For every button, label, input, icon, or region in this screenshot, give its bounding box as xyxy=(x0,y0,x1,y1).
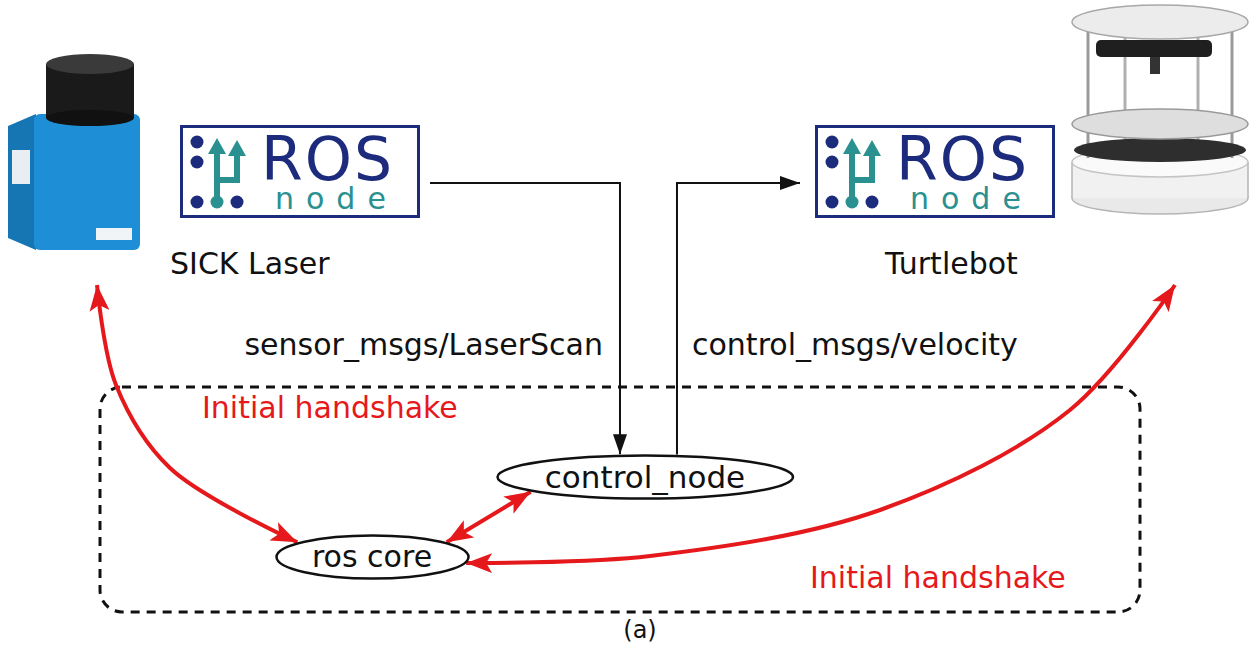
laser-front-plate xyxy=(96,228,132,240)
message-label: control_msgs/velocity xyxy=(690,327,1020,363)
handshake-arrow xyxy=(97,285,297,542)
ros-node-logo: ROSnode xyxy=(180,125,420,218)
logo-dot xyxy=(826,196,839,209)
logo-subtext: node xyxy=(275,184,398,214)
middle-plate xyxy=(1072,109,1248,139)
handshake-label: Initial handshake xyxy=(200,390,460,426)
standoff xyxy=(1231,30,1234,158)
logo-dot xyxy=(191,196,204,209)
message-arrow xyxy=(677,183,800,455)
base-edge xyxy=(1247,162,1249,198)
logo-stroke xyxy=(852,152,872,180)
device-label: SICK Laser xyxy=(170,246,330,282)
logo-stroke xyxy=(214,150,220,200)
robot-node: ROSnodeTurtlebot xyxy=(800,0,1254,285)
sensor-node: ROSnodeSICK Laser xyxy=(0,55,430,285)
device-label: Turtlebot xyxy=(885,246,1018,282)
node-label: control_node xyxy=(545,462,745,493)
laser-cap-base xyxy=(46,110,134,126)
logo-stroke xyxy=(217,152,237,180)
ros-node-logo: ROSnode xyxy=(815,125,1055,218)
logo-stroke xyxy=(843,138,861,154)
logo-stroke xyxy=(863,140,881,156)
laser-cap-top xyxy=(46,54,134,74)
lower-plate xyxy=(1074,138,1246,162)
logo-dot xyxy=(211,196,224,209)
logo-dot xyxy=(866,196,879,209)
logo-dot xyxy=(826,136,839,149)
logo-dot xyxy=(191,136,204,149)
sick-laser-illustration xyxy=(8,54,140,250)
logo-subtext: node xyxy=(910,184,1033,214)
base-edge xyxy=(1071,162,1073,198)
standoff xyxy=(1087,30,1090,158)
logo-text: ROS xyxy=(261,132,394,186)
ellipse-shape xyxy=(276,536,468,579)
top-plate xyxy=(1072,5,1248,39)
kinect-stand xyxy=(1150,56,1160,74)
logo-stroke xyxy=(208,138,226,154)
ellipse-shape xyxy=(497,456,792,499)
laser-side xyxy=(8,114,36,250)
kinect-sensor xyxy=(1096,40,1212,57)
ros-logo-icon xyxy=(822,130,888,214)
message-label: sensor_msgs/LaserScan xyxy=(242,327,605,363)
handshake-arrow xyxy=(466,285,1175,563)
message-arrow xyxy=(430,183,620,454)
caption: (a) xyxy=(623,617,656,643)
node-label: ros core xyxy=(312,542,432,572)
ros-core-ellipse: ros core xyxy=(275,534,470,580)
logo-stroke xyxy=(228,140,246,156)
handshake-label: Initial handshake xyxy=(808,560,1068,596)
ros-logo-icon xyxy=(187,130,253,214)
logo-dot xyxy=(231,196,244,209)
handshake-arrow xyxy=(447,492,531,542)
turtlebot-illustration xyxy=(1072,5,1248,214)
logo-dot xyxy=(191,156,204,169)
ellipse-outline xyxy=(496,454,794,500)
logo-stroke xyxy=(849,150,855,200)
logo-text: ROS xyxy=(896,132,1029,186)
ellipse-outline xyxy=(275,534,470,580)
ros-node-ellipse: control_node xyxy=(496,454,794,500)
laser-body xyxy=(34,114,140,250)
logo-dot xyxy=(846,196,859,209)
logo-dot xyxy=(826,156,839,169)
laser-side-plate xyxy=(12,150,30,184)
